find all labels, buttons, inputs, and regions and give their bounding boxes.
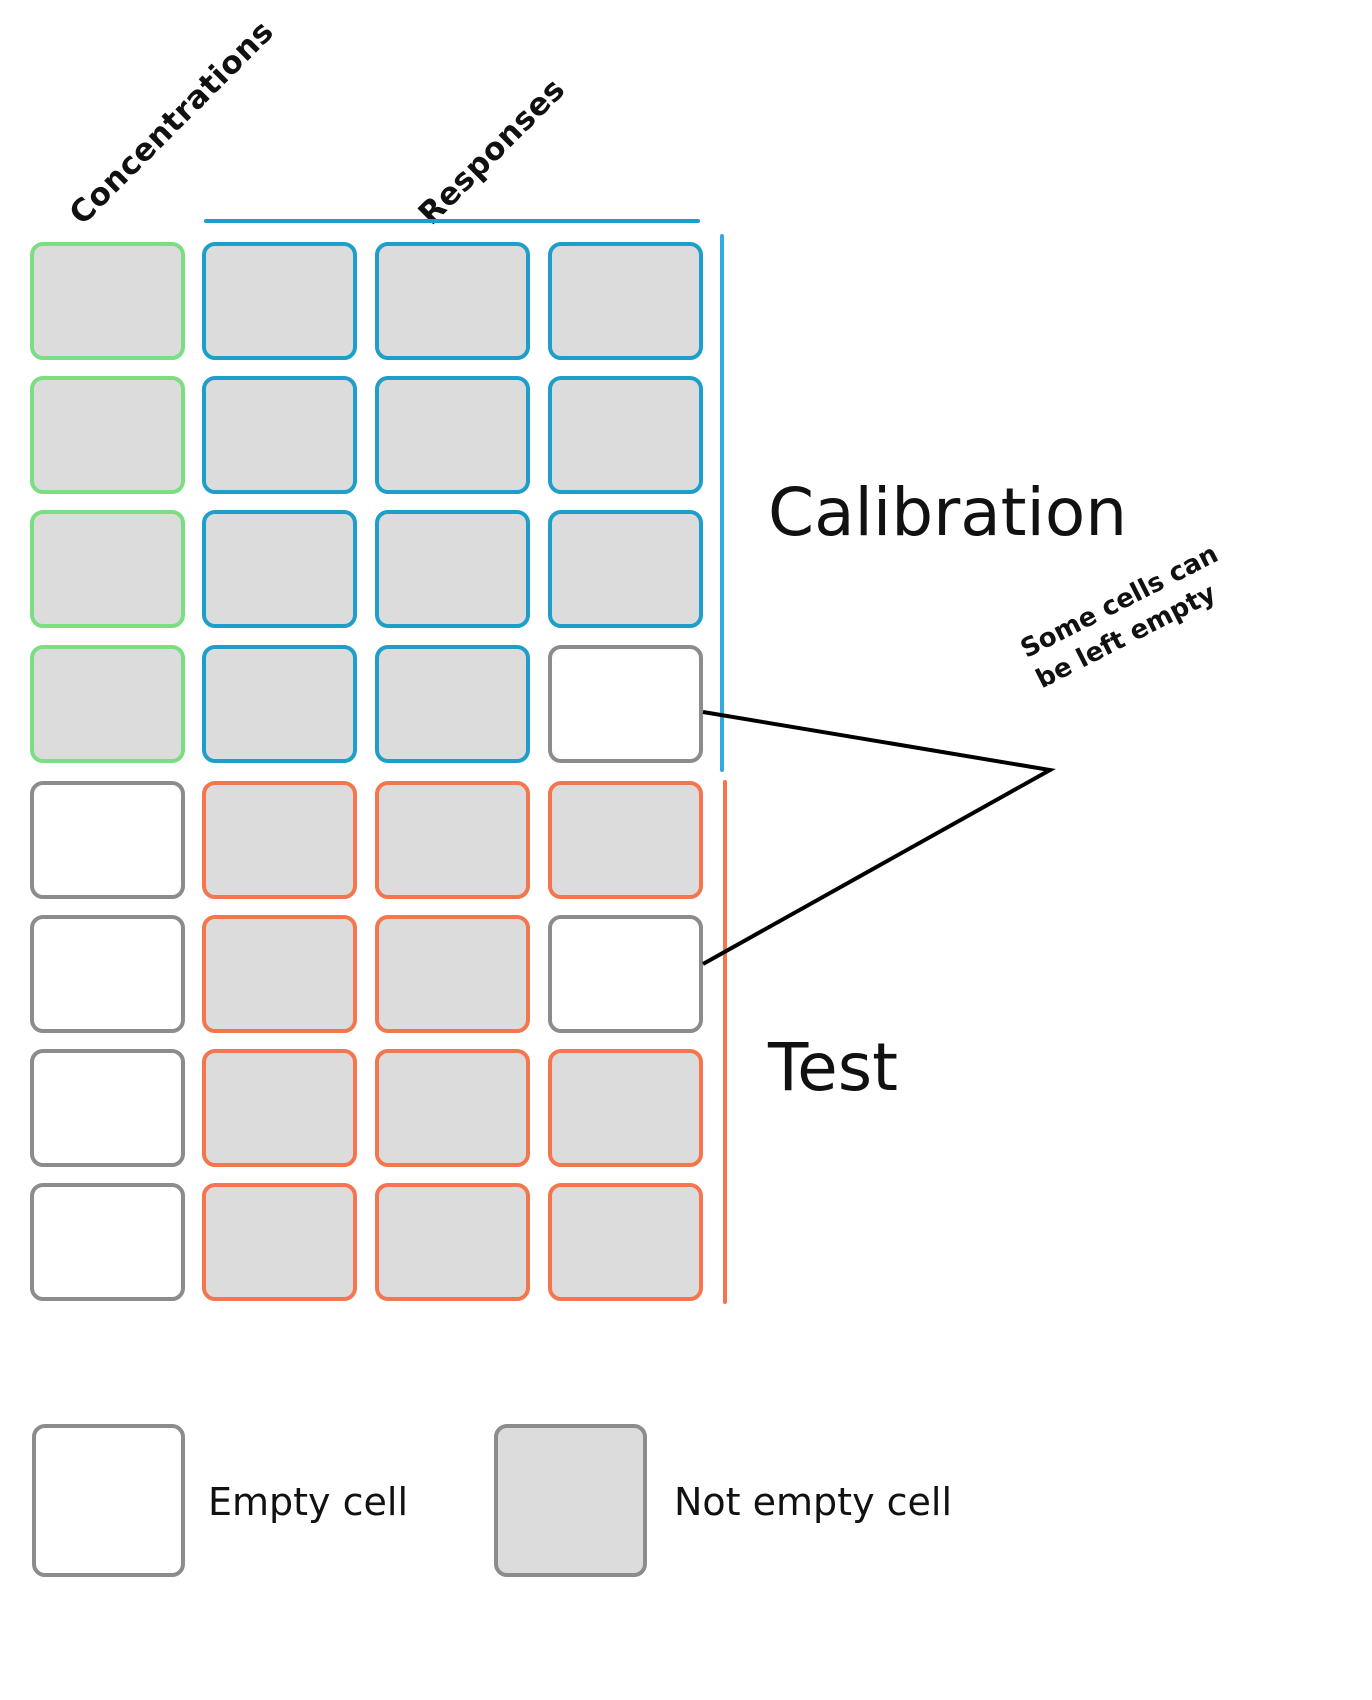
grid-cell-r5-c2[interactable] bbox=[202, 781, 357, 899]
grid-cell-r6-c3[interactable] bbox=[375, 915, 530, 1033]
grid-cell-r2-c4[interactable] bbox=[548, 376, 703, 494]
grid-cell-r2-c3[interactable] bbox=[375, 376, 530, 494]
grid-cell-r1-c3[interactable] bbox=[375, 242, 530, 360]
grid-cell-r4-c2[interactable] bbox=[202, 645, 357, 763]
legend-label-not-empty-cell: Not empty cell bbox=[674, 1480, 953, 1524]
grid-cell-r7-c3[interactable] bbox=[375, 1049, 530, 1167]
grid-cell-r4-c1[interactable] bbox=[30, 645, 185, 763]
grid-cell-r7-c4[interactable] bbox=[548, 1049, 703, 1167]
grid-cell-r2-c2[interactable] bbox=[202, 376, 357, 494]
grid-cell-r7-c1[interactable] bbox=[30, 1049, 185, 1167]
grid-cell-r2-c1[interactable] bbox=[30, 376, 185, 494]
callout-text: Some cells can be left empty bbox=[1015, 527, 1260, 697]
grid-cell-r4-c4[interactable] bbox=[548, 645, 703, 763]
grid-cell-r3-c2[interactable] bbox=[202, 510, 357, 628]
grid-cell-r3-c3[interactable] bbox=[375, 510, 530, 628]
grid-cell-r7-c2[interactable] bbox=[202, 1049, 357, 1167]
grid-cell-r8-c2[interactable] bbox=[202, 1183, 357, 1301]
responses-group-rule bbox=[204, 219, 700, 223]
grid-cell-r6-c4[interactable] bbox=[548, 915, 703, 1033]
legend-swatch-not-empty-cell bbox=[494, 1424, 647, 1577]
test-group-rule bbox=[723, 780, 727, 1304]
legend-label-empty-cell: Empty cell bbox=[208, 1480, 409, 1524]
grid-cell-r8-c3[interactable] bbox=[375, 1183, 530, 1301]
grid-cell-r6-c2[interactable] bbox=[202, 915, 357, 1033]
grid-cell-r3-c1[interactable] bbox=[30, 510, 185, 628]
grid-cell-r5-c3[interactable] bbox=[375, 781, 530, 899]
legend-swatch-empty-cell bbox=[32, 1424, 185, 1577]
grid-cell-r1-c2[interactable] bbox=[202, 242, 357, 360]
grid-cell-r8-c1[interactable] bbox=[30, 1183, 185, 1301]
grid-cell-r5-c4[interactable] bbox=[548, 781, 703, 899]
grid-cell-r1-c4[interactable] bbox=[548, 242, 703, 360]
grid-cell-r1-c1[interactable] bbox=[30, 242, 185, 360]
section-title-test: Test bbox=[768, 1029, 898, 1106]
column-caption-concentrations: Concentrations bbox=[62, 13, 281, 232]
grid-cell-r4-c3[interactable] bbox=[375, 645, 530, 763]
section-title-calibration: Calibration bbox=[768, 474, 1128, 551]
grid-cell-r8-c4[interactable] bbox=[548, 1183, 703, 1301]
calibration-group-rule bbox=[720, 234, 724, 772]
grid-cell-r6-c1[interactable] bbox=[30, 915, 185, 1033]
grid-cell-r3-c4[interactable] bbox=[548, 510, 703, 628]
grid-cell-r5-c1[interactable] bbox=[30, 781, 185, 899]
column-caption-responses: Responses bbox=[411, 71, 573, 233]
